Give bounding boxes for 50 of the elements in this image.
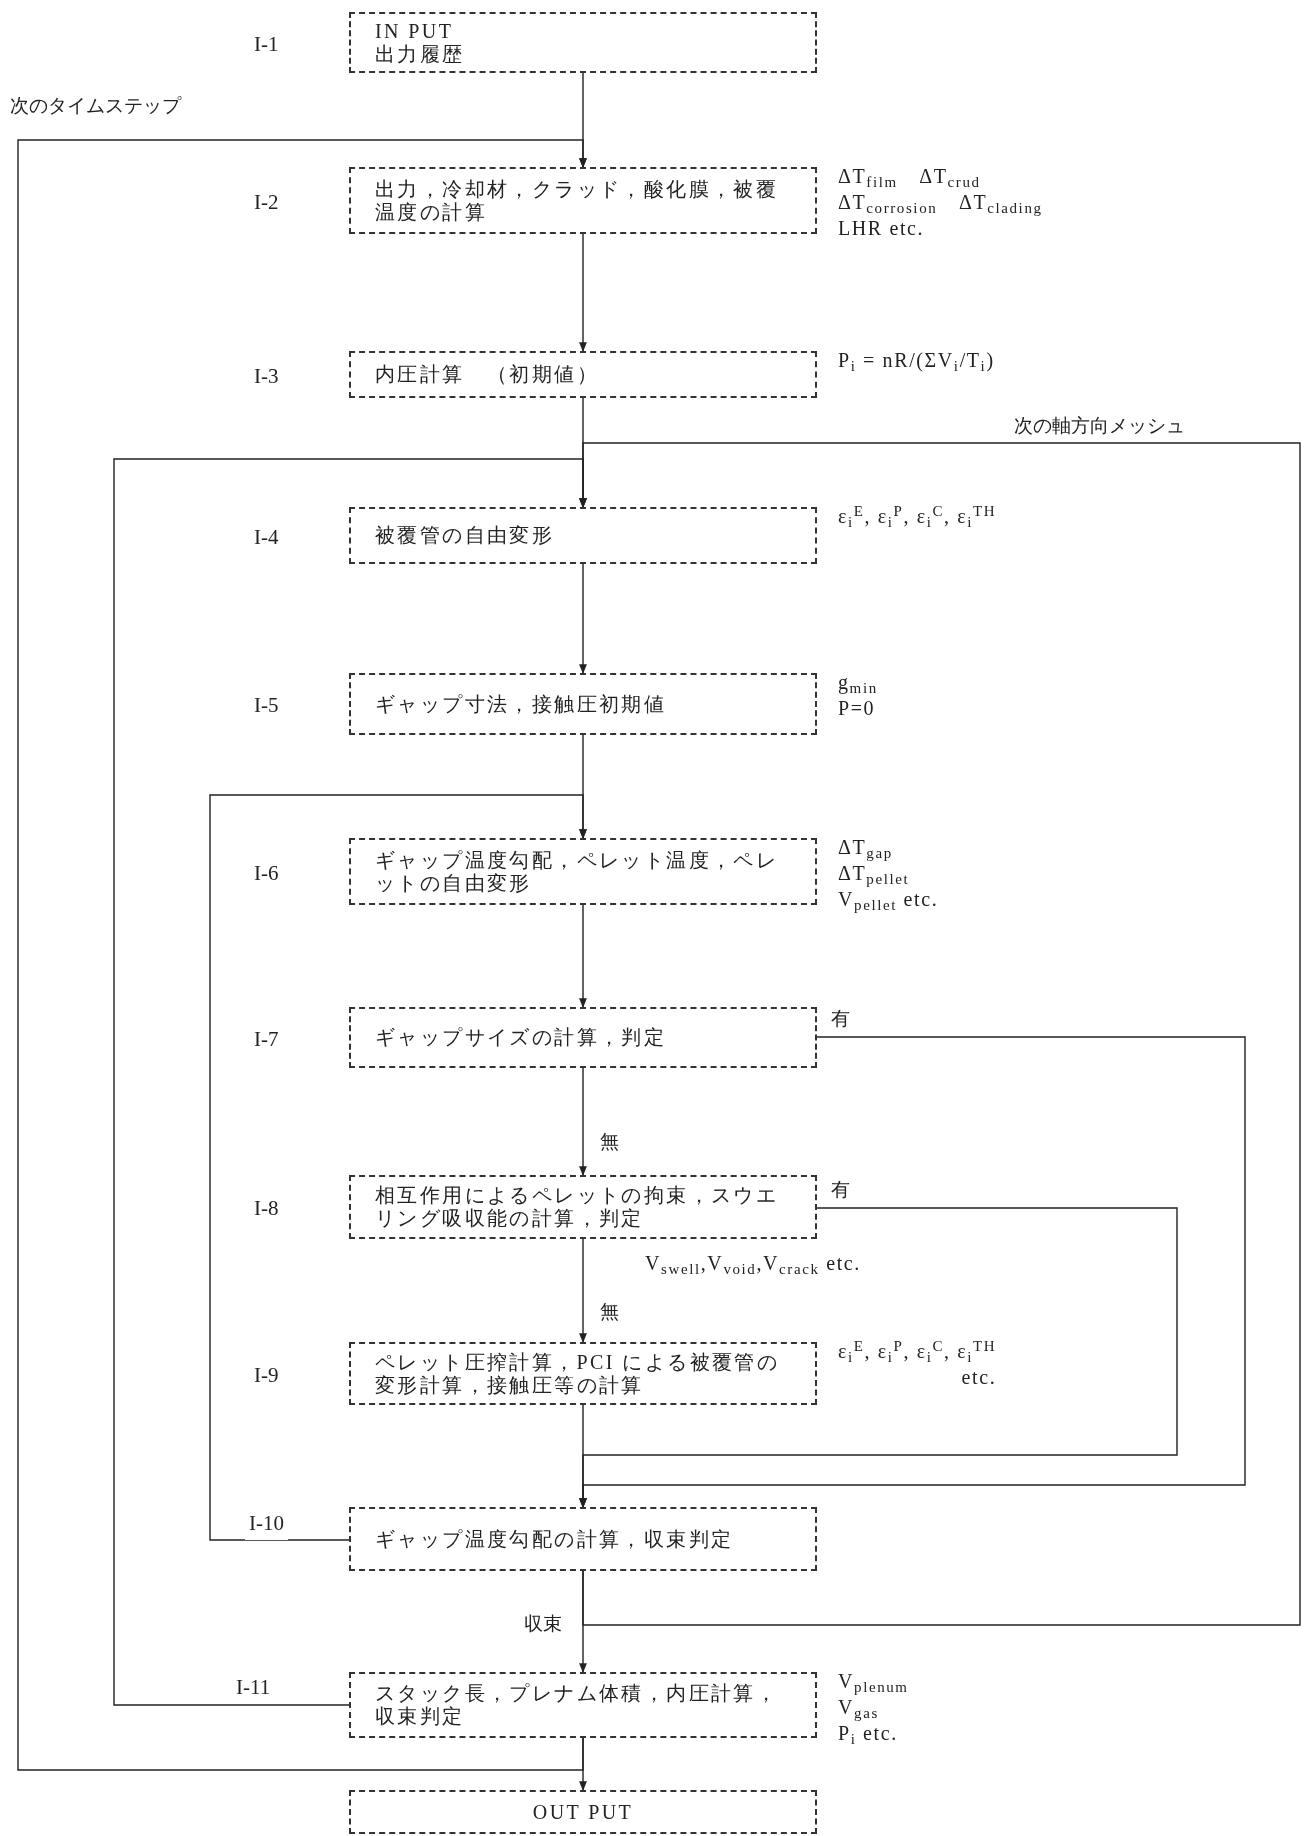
connector-arrow	[579, 1067, 587, 1176]
variable-note: V$_{pellet}$ etc.	[838, 887, 939, 912]
variable-note: V$_{plenum}$	[838, 1669, 909, 1694]
process-box	[349, 1507, 817, 1571]
step-text: ギャップ温度勾配，ペレット温度，ペレットの自由変形	[375, 848, 780, 895]
variable-note: ΔT$_{film}$ ΔT$_{crud}$	[838, 164, 981, 189]
process-box	[349, 1175, 817, 1239]
step-text: 相互作用によるペレットの拘束，スウエリング吸収能の計算，判定	[375, 1184, 780, 1230]
variable-note: etc.	[961, 1365, 997, 1390]
process-box	[349, 351, 817, 398]
variable-note: g$_{min}$	[838, 670, 878, 695]
process-box	[349, 1342, 817, 1405]
process-box	[349, 12, 817, 73]
connector-arrow	[209, 794, 587, 1541]
connector-arrow	[579, 1238, 587, 1343]
variable-note: P=0	[838, 696, 876, 721]
connector-arrow	[579, 1737, 587, 1791]
variable-note: P$_{i}$ etc.	[838, 1721, 898, 1746]
connector-arrow	[17, 139, 587, 1771]
step-text: ペレット圧搾計算，PCI による被覆管の変形計算，接触圧等の計算	[375, 1350, 781, 1397]
connector-arrow	[579, 1404, 587, 1508]
variable-note: ΔT$_{corrosion}$ ΔT$_{clading}$	[838, 190, 1043, 215]
process-box	[349, 167, 817, 234]
process-box	[349, 507, 817, 564]
variable-note: V$_{swell}$,V$_{void}$,V$_{crack}$ etc.	[645, 1251, 861, 1276]
step-text: スタック長，プレナム体積，内圧計算，収束判定	[375, 1682, 780, 1728]
variable-note: ΔT$_{pellet}$	[838, 861, 910, 886]
variable-note: LHR etc.	[838, 216, 925, 241]
variable-note: P$_{i}$ = nR/(ΣV$_{i}$/T$_{i}$)	[838, 348, 995, 373]
process-box	[349, 673, 817, 735]
variable-note: ΔT$_{gap}$	[838, 835, 893, 860]
connector-arrow	[579, 563, 587, 674]
connector-arrow	[579, 904, 587, 1008]
connector-arrow	[113, 458, 587, 1706]
step-text: OUT PUT	[532, 1800, 634, 1824]
step-text: ギャップサイズの計算，判定	[375, 1026, 668, 1049]
step-text: 出力，冷却材，クラッド，酸化膜，被覆温度の計算	[375, 177, 780, 224]
connector-arrow	[579, 442, 1301, 1626]
connector-arrow	[579, 233, 587, 352]
step-text: 出力履歴	[375, 42, 466, 66]
variable-note: V$_{gas}$	[838, 1695, 879, 1720]
step-text: ギャップ温度勾配の計算，収束判定	[375, 1527, 735, 1551]
process-box	[349, 1672, 817, 1738]
step-text: 被覆管の自由変形	[375, 524, 556, 547]
process-box	[349, 1790, 817, 1834]
step-text: ギャップ寸法，接触圧初期値	[375, 692, 668, 716]
process-box	[349, 838, 817, 905]
step-text: IN PUT	[375, 19, 455, 43]
process-box	[349, 1007, 817, 1068]
step-text: 内圧計算 （初期値）	[375, 363, 600, 386]
